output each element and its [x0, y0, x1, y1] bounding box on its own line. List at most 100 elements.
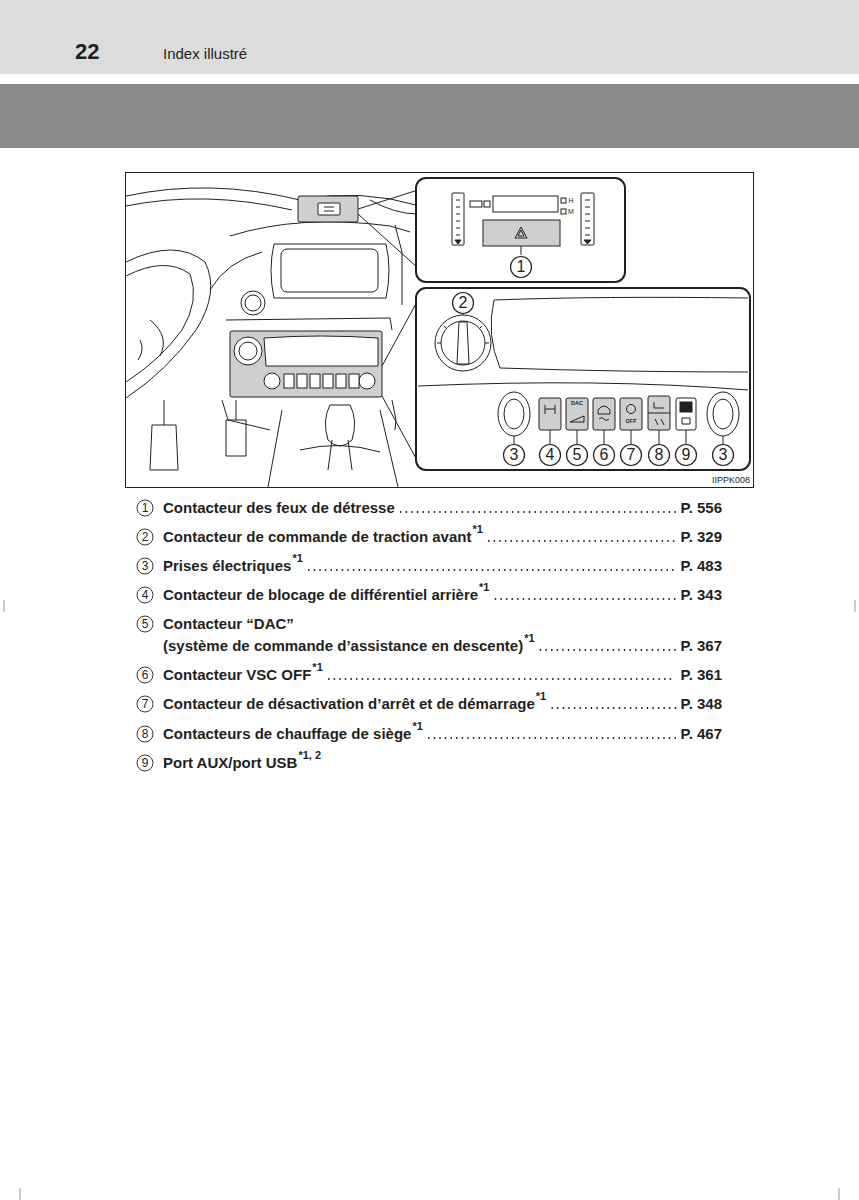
- dashboard-sketch: [382, 300, 418, 366]
- center-console-inset: [680, 402, 692, 412]
- center-console-inset: [659, 430, 660, 444]
- dashboard-sketch: [126, 199, 292, 210]
- center-console-inset: [550, 430, 551, 444]
- indicator-label: H: [568, 197, 573, 205]
- hazard-switch-inset: [452, 193, 464, 245]
- dashboard-sketch: [349, 374, 359, 388]
- hazard-switch-inset: [416, 178, 625, 282]
- dashboard-sketch: [150, 425, 178, 470]
- callout-circle: [137, 696, 153, 712]
- callout-number: 2: [459, 294, 468, 312]
- item-description: Contacteurs de chauffage de siège: [163, 725, 411, 743]
- callout-number: 1: [517, 258, 526, 276]
- dashboard-sketch: [271, 244, 389, 298]
- dashboard-sketch: [210, 252, 262, 290]
- center-console-inset: [713, 399, 733, 429]
- dashboard-sketch: [226, 318, 392, 330]
- item-description: Contacteur des feux de détresse: [163, 499, 395, 517]
- page-reference: P. 361: [681, 666, 722, 684]
- center-console-inset: [577, 430, 578, 444]
- leader-dots: [541, 649, 676, 651]
- callout-circle: [540, 445, 561, 466]
- indicator-label: M: [568, 208, 574, 216]
- center-console-inset: [539, 398, 561, 430]
- item-description: Contacteur VSC OFF: [163, 666, 311, 684]
- callout-circle: [621, 445, 642, 466]
- crop-mark: [4, 600, 855, 1200]
- callout-circle: [137, 500, 153, 516]
- center-console-inset: [416, 288, 750, 470]
- dashboard-sketch: [164, 400, 165, 425]
- hazard-switch-inset: [521, 246, 522, 255]
- item-description: Contacteur de commande de traction avant: [163, 528, 471, 546]
- hazard-switch-inset: [585, 200, 590, 235]
- center-console-inset: [435, 315, 491, 371]
- center-console-inset: [686, 430, 687, 444]
- footnote-mark: *1: [292, 552, 302, 564]
- leader-dots: [552, 707, 675, 709]
- callout-circle: [137, 755, 153, 771]
- item-number: 9: [142, 756, 149, 770]
- center-console-inset: [457, 322, 469, 364]
- crop-mark: [20, 1188, 21, 1200]
- center-console-inset: [514, 436, 515, 444]
- item-number: 1: [142, 501, 149, 515]
- callout-circle: [137, 616, 153, 632]
- callout-circle: [504, 445, 525, 466]
- center-console-inset: [627, 405, 636, 414]
- callout-number: 8: [655, 446, 664, 464]
- dashboard-sketch: [138, 340, 142, 360]
- dashboard-sketch: [358, 214, 418, 268]
- header-band: [0, 0, 859, 148]
- center-console-inset: [570, 416, 584, 422]
- hazard-switch-inset: [455, 240, 461, 244]
- dashboard-sketch: [359, 373, 375, 389]
- dashboard-sketch: [358, 190, 418, 209]
- item-number: 5: [142, 617, 149, 631]
- page-reference: P. 483: [681, 557, 722, 575]
- hazard-switch-inset: [561, 198, 566, 203]
- dashboard-sketch: [324, 207, 334, 211]
- callout-number: 3: [719, 446, 728, 464]
- dashboard-sketch: [241, 291, 265, 315]
- hazard-switch-inset: [493, 196, 558, 212]
- center-console-inset: [494, 297, 748, 300]
- center-console-inset: [598, 406, 610, 414]
- dashboard-sketch: [325, 405, 354, 446]
- callout-circle: [137, 587, 153, 603]
- center-console-inset: [707, 392, 739, 436]
- page-reference: P. 329: [681, 528, 722, 546]
- footnote-mark: *1: [479, 581, 489, 593]
- footnote-mark: *1: [536, 690, 546, 702]
- dashboard-sketch: [281, 249, 378, 292]
- dashboard-sketch: [328, 440, 352, 470]
- callout-number: 5: [573, 446, 582, 464]
- callout-number: 3: [510, 446, 519, 464]
- page-reference: P. 348: [681, 695, 722, 713]
- hazard-switch-inset: [483, 220, 560, 246]
- hazard-switch-inset: [470, 201, 482, 207]
- callout-number: 7: [627, 446, 636, 464]
- page-reference: P. 467: [681, 725, 722, 743]
- item-number: 3: [142, 559, 149, 573]
- center-console-inset: [441, 321, 485, 365]
- hazard-switch-inset: [456, 200, 460, 235]
- hazard-switch-inset: [561, 209, 566, 214]
- center-console-inset: [418, 383, 748, 390]
- dashboard-sketch: [150, 320, 163, 356]
- dashboard-sketch: [284, 374, 294, 388]
- dashboard-sketch: [298, 196, 358, 222]
- hazard-switch-inset: [518, 230, 524, 236]
- footnote-mark: *1: [412, 720, 422, 732]
- leader-dots: [496, 598, 676, 600]
- dashboard-sketch: [336, 374, 346, 388]
- dashboard-sketch: [395, 225, 402, 305]
- center-console-inset: [491, 300, 748, 372]
- header-band: [0, 0, 859, 74]
- center-console-inset: [498, 392, 530, 436]
- center-console-inset: [676, 398, 696, 430]
- dashboard-sketch: [126, 188, 300, 200]
- hazard-switch-inset: [515, 227, 527, 238]
- center-console-inset: [504, 399, 524, 429]
